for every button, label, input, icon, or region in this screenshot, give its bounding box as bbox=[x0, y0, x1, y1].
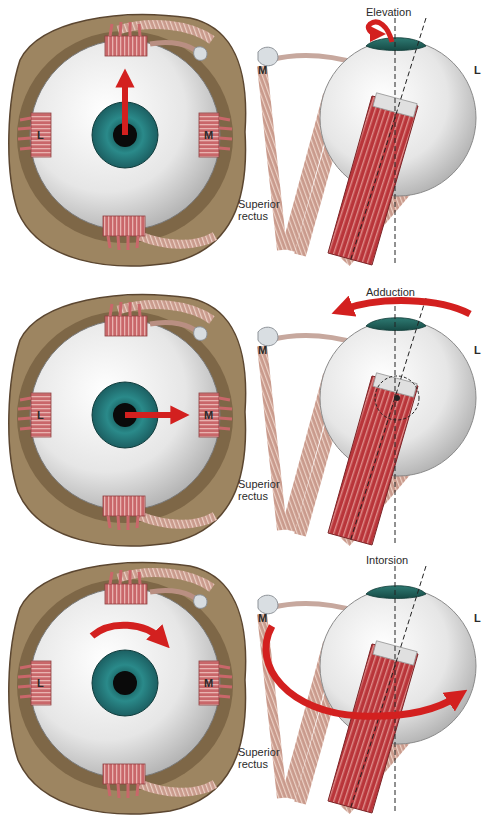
eye-front-view bbox=[9, 563, 246, 814]
row-elevation bbox=[9, 15, 476, 266]
rotation-axis bbox=[394, 395, 400, 401]
muscle-label: Superior rectus bbox=[238, 198, 290, 222]
motion-arrow bbox=[125, 412, 180, 418]
motion-arrow bbox=[342, 301, 470, 314]
muscle-label: Superior rectus bbox=[238, 746, 290, 770]
side-label: M bbox=[258, 612, 267, 624]
motion-label: Intorsion bbox=[366, 554, 408, 566]
side-label: M bbox=[204, 677, 213, 689]
side-label: L bbox=[37, 409, 44, 421]
eye-front-view bbox=[9, 295, 246, 546]
eye-front-view bbox=[9, 15, 246, 266]
eye-top-view bbox=[258, 298, 476, 546]
eye-top-view bbox=[258, 18, 476, 266]
eye-top-view bbox=[258, 566, 476, 814]
motion-arrow bbox=[92, 625, 162, 640]
row-intorsion bbox=[9, 563, 476, 814]
side-label: L bbox=[474, 612, 481, 624]
side-label: L bbox=[474, 344, 481, 356]
muscle-label: Superior rectus bbox=[238, 478, 290, 502]
side-label: M bbox=[258, 64, 267, 76]
motion-arrow bbox=[368, 22, 392, 42]
motion-label: Elevation bbox=[366, 6, 411, 18]
side-label: L bbox=[37, 129, 44, 141]
rotation-axis bbox=[375, 376, 419, 420]
motion-arrow bbox=[122, 78, 128, 135]
side-label: L bbox=[474, 64, 481, 76]
side-label: L bbox=[37, 677, 44, 689]
motion-arrow bbox=[266, 626, 458, 716]
side-label: M bbox=[204, 409, 213, 421]
side-label: M bbox=[258, 344, 267, 356]
side-label: M bbox=[204, 129, 213, 141]
motion-label: Adduction bbox=[366, 286, 415, 298]
row-adduction bbox=[9, 295, 476, 546]
